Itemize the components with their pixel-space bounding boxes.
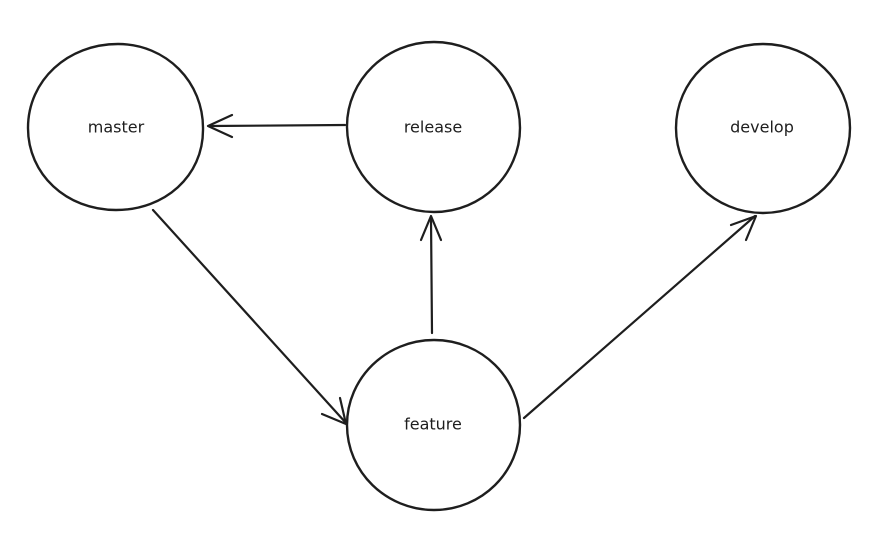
edge-feature-to-release[interactable] <box>419 214 443 335</box>
edge-master-to-feature-line <box>151 208 348 425</box>
edge-feature-to-develop[interactable] <box>522 214 758 420</box>
node-master-label: master <box>88 118 145 137</box>
node-release-circle <box>345 40 522 214</box>
node-develop[interactable]: develop <box>674 42 852 215</box>
edge-master-to-feature-arrowhead <box>320 396 348 426</box>
node-develop-circle <box>674 42 852 215</box>
edge-feature-to-release-line <box>429 216 434 335</box>
node-feature-circle <box>345 338 522 512</box>
edge-release-to-master-line <box>208 123 347 128</box>
node-develop-label: develop <box>730 118 794 137</box>
node-feature[interactable]: feature <box>345 338 522 512</box>
edge-release-to-master-arrowhead <box>206 113 234 139</box>
node-release[interactable]: release <box>345 40 522 214</box>
edge-master-to-feature[interactable] <box>151 208 348 426</box>
edge-feature-to-develop-arrowhead <box>729 214 758 242</box>
node-feature-label: feature <box>404 415 462 434</box>
node-master[interactable]: master <box>26 42 205 212</box>
edge-feature-to-release-arrowhead <box>419 214 443 242</box>
node-release-label: release <box>404 118 462 137</box>
edge-release-to-master[interactable] <box>206 113 347 139</box>
node-master-circle <box>26 42 205 212</box>
edge-feature-to-develop-line <box>522 214 757 420</box>
